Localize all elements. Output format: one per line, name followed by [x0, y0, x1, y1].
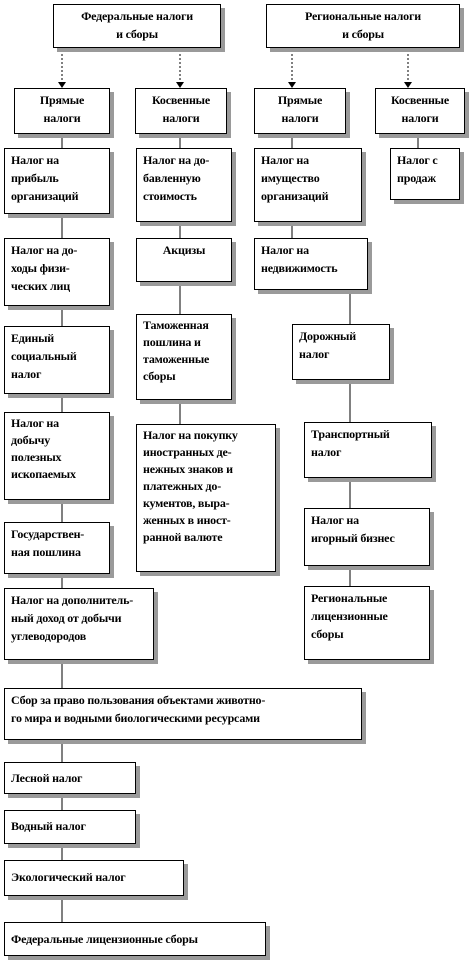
regional-license-fees-box: Региональные лицензионные сборы — [304, 586, 430, 660]
federal-direct-taxes-box: Прямые налоги — [14, 88, 110, 134]
regional-direct-taxes-box: Прямые налоги — [254, 88, 346, 134]
wildlife-use-fee-box: Сбор за право пользования объектами живо… — [4, 688, 362, 740]
excise-box: Акцизы — [136, 238, 232, 282]
gambling-tax-box: Налог на игорный бизнес — [304, 508, 430, 566]
federal-indirect-taxes-box: Косвенные налоги — [135, 88, 227, 134]
federal-license-fees-box: Федеральные лицензионные сборы — [4, 922, 266, 956]
sales-tax-box: Налог с продаж — [390, 148, 460, 200]
unified-social-tax-box: Единый социальный налог — [4, 326, 110, 394]
federal-taxes-box: Федеральные налоги и сборы — [53, 4, 221, 48]
regional-indirect-taxes-box: Косвенные налоги — [375, 88, 465, 134]
corporate-property-tax-box: Налог на имущество организаций — [254, 148, 362, 222]
customs-duty-box: Таможенная пошлина и таможенные сборы — [136, 314, 232, 400]
water-tax-box: Водный налог — [4, 810, 136, 844]
regional-taxes-box: Региональные налоги и сборы — [266, 4, 460, 48]
real-estate-tax-box: Налог на недвижимость — [254, 238, 368, 290]
road-tax-box: Дорожный налог — [292, 324, 390, 380]
mineral-extraction-tax-box: Налог на добычу полезных ископаемых — [4, 412, 110, 500]
hydrocarbon-income-tax-box: Налог на дополнитель- ный доход от добыч… — [4, 588, 154, 660]
state-duty-box: Государствен- ная пошлина — [4, 522, 110, 574]
vat-box: Налог на до- бавленную стоимость — [136, 148, 232, 222]
personal-income-tax-box: Налог на до- ходы физи- ческих лиц — [4, 238, 110, 306]
ecological-tax-box: Экологический налог — [4, 860, 184, 896]
foreign-currency-purchase-tax-box: Налог на покупку иностранных де- нежных … — [136, 424, 276, 572]
forest-tax-box: Лесной налог — [4, 762, 136, 794]
transport-tax-box: Транспортный налог — [304, 422, 432, 478]
profit-tax-box: Налог на прибыль организаций — [4, 148, 110, 214]
